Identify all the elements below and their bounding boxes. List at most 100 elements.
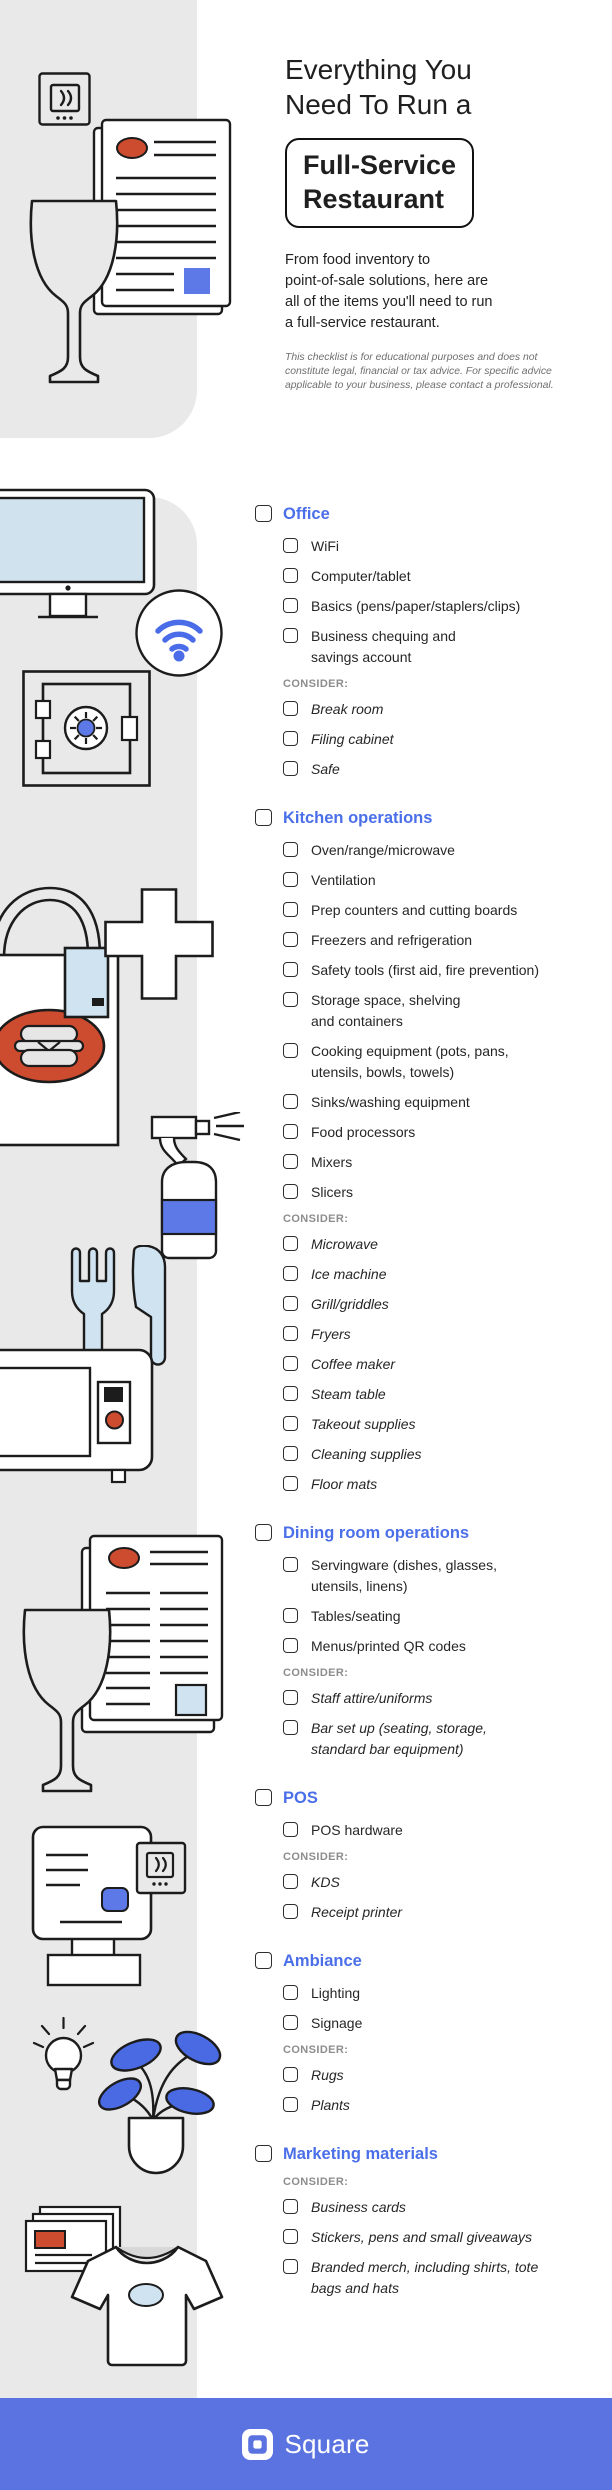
square-logo-icon: [242, 2428, 274, 2460]
checkbox[interactable]: [283, 1446, 298, 1461]
consider-label: CONSIDER:: [283, 2176, 349, 2188]
checklist-item: Oven/range/microwave: [283, 840, 607, 861]
checkbox[interactable]: [283, 1690, 298, 1705]
checklist-item: Staff attire/uniforms: [283, 1688, 607, 1709]
checkbox[interactable]: [283, 1356, 298, 1371]
checklist: Office WiFi Computer/tablet Basics (pens…: [255, 503, 607, 2326]
section-checkbox[interactable]: [255, 809, 272, 826]
microwave-illustration: [0, 1348, 154, 1484]
takeout-bag-illustration: [0, 886, 120, 1147]
checkbox[interactable]: [283, 538, 298, 553]
section-checkbox[interactable]: [255, 1789, 272, 1806]
checkbox[interactable]: [283, 598, 298, 613]
section-title: Office: [283, 505, 330, 523]
checklist-item: Safe: [283, 759, 607, 780]
spray-bottle-illustration: [150, 1112, 244, 1260]
checkbox[interactable]: [283, 1154, 298, 1169]
checklist-item: Freezers and refrigeration: [283, 930, 607, 951]
checkbox[interactable]: [283, 1124, 298, 1139]
checklist-item: Menus/printed QR codes: [283, 1636, 607, 1657]
section-dining-room-operations: Dining room operations Servingware (dish…: [255, 1522, 607, 1760]
checkbox[interactable]: [283, 872, 298, 887]
checklist-item: Signage: [283, 2013, 607, 2034]
checklist-item: Takeout supplies: [283, 1414, 607, 1435]
checkbox[interactable]: [283, 1557, 298, 1572]
checklist-item: Receipt printer: [283, 1902, 607, 1923]
checkbox[interactable]: [283, 1416, 298, 1431]
section-checkbox[interactable]: [255, 1524, 272, 1541]
section-title: POS: [283, 1789, 318, 1807]
checklist-item: Business chequing and savings account: [283, 626, 607, 668]
checklist-item: Plants: [283, 2095, 607, 2116]
card-reader-icon: [38, 72, 91, 126]
intro-text: From food inventory to point-of-sale sol…: [285, 252, 493, 331]
wine-glass-illustration: [29, 199, 119, 384]
checkbox[interactable]: [283, 628, 298, 643]
checkbox[interactable]: [283, 2229, 298, 2244]
title-badge: Full-Service Restaurant: [303, 150, 457, 214]
checklist-item: Cooking equipment (pots, pans, utensils,…: [283, 1041, 607, 1083]
checkbox[interactable]: [283, 2067, 298, 2082]
checkbox[interactable]: [283, 1476, 298, 1491]
checklist-item: Microwave: [283, 1234, 607, 1255]
checkbox[interactable]: [283, 1043, 298, 1058]
checkbox[interactable]: [283, 2097, 298, 2112]
menu-document-illustration: [92, 118, 232, 316]
checklist-item: Cleaning supplies: [283, 1444, 607, 1465]
checklist-item: KDS: [283, 1872, 607, 1893]
title-badge-box: Full-Service Restaurant: [285, 138, 475, 228]
consider-label: CONSIDER:: [283, 1213, 349, 1225]
checklist-item: Break room: [283, 699, 607, 720]
checkbox[interactable]: [283, 2259, 298, 2274]
checkbox[interactable]: [283, 1904, 298, 1919]
business-cards-illustration: [24, 2205, 122, 2273]
checkbox[interactable]: [283, 992, 298, 1007]
checkbox[interactable]: [283, 1326, 298, 1341]
checkbox[interactable]: [283, 1094, 298, 1109]
checkbox[interactable]: [283, 2015, 298, 2030]
checkbox[interactable]: [283, 902, 298, 917]
pos-terminal-illustration: [31, 1825, 187, 1987]
section-header: Dining room operations: [255, 1522, 607, 1544]
section-checkbox[interactable]: [255, 505, 272, 522]
checkbox[interactable]: [283, 932, 298, 947]
checkbox[interactable]: [283, 1236, 298, 1251]
checklist-item: Branded merch, including shirts, tote ba…: [283, 2257, 607, 2299]
checkbox[interactable]: [283, 1822, 298, 1837]
checklist-item: Prep counters and cutting boards: [283, 900, 607, 921]
checkbox[interactable]: [283, 701, 298, 716]
consider-label: CONSIDER:: [283, 1851, 349, 1863]
checkbox[interactable]: [283, 1296, 298, 1311]
section-ambiance: Ambiance Lighting Signage CONSIDER: Rugs…: [255, 1950, 607, 2116]
checkbox[interactable]: [283, 1386, 298, 1401]
checkbox[interactable]: [283, 1266, 298, 1281]
checkbox[interactable]: [283, 1874, 298, 1889]
checkbox[interactable]: [283, 731, 298, 746]
checkbox[interactable]: [283, 1608, 298, 1623]
disclaimer-text: This checklist is for educational purpos…: [285, 352, 554, 391]
checkbox[interactable]: [283, 761, 298, 776]
checkbox[interactable]: [283, 568, 298, 583]
checklist-item: Sinks/washing equipment: [283, 1092, 607, 1113]
checkbox[interactable]: [283, 2199, 298, 2214]
checkbox[interactable]: [283, 842, 298, 857]
menu-document-illustration: [80, 1534, 224, 1734]
fork-knife-illustration: [70, 1245, 167, 1366]
section-checkbox[interactable]: [255, 1952, 272, 1969]
section-checkbox[interactable]: [255, 2145, 272, 2162]
checklist-item: POS hardware: [283, 1820, 607, 1841]
checkbox[interactable]: [283, 962, 298, 977]
checklist-item: Coffee maker: [283, 1354, 607, 1375]
checkbox[interactable]: [283, 1184, 298, 1199]
section-header: Ambiance: [255, 1950, 607, 1972]
section-marketing-materials: Marketing materials CONSIDER: Business c…: [255, 2143, 607, 2299]
checkbox[interactable]: [283, 1720, 298, 1735]
checkbox[interactable]: [283, 1985, 298, 2000]
footer: Square: [0, 2398, 612, 2490]
checklist-item: Filing cabinet: [283, 729, 607, 750]
checkbox[interactable]: [283, 1638, 298, 1653]
tshirt-illustration: [70, 2245, 224, 2367]
wine-glass-illustration: [22, 1608, 112, 1793]
checklist-item: Grill/griddles: [283, 1294, 607, 1315]
checklist-item: Ice machine: [283, 1264, 607, 1285]
